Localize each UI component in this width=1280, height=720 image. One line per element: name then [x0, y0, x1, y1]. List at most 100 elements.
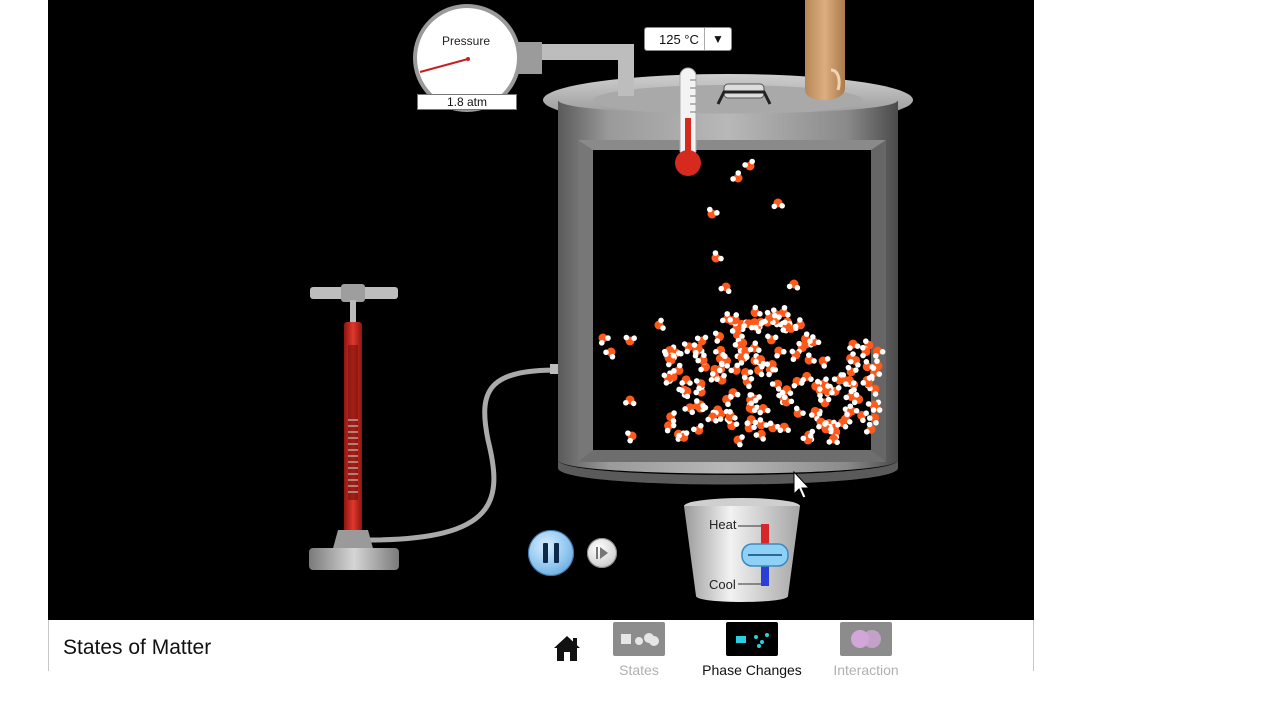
water-molecule	[817, 396, 832, 408]
interaction-thumbnail-icon	[840, 622, 892, 656]
water-molecule	[801, 331, 813, 345]
water-molecule	[870, 358, 883, 371]
water-molecule	[728, 362, 741, 375]
water-molecule	[625, 430, 637, 444]
water-molecule	[682, 403, 696, 416]
water-molecule	[808, 406, 823, 418]
pause-icon	[543, 543, 548, 563]
water-molecule	[866, 413, 880, 426]
triangle-down-icon[interactable]: ▼	[704, 28, 731, 50]
water-molecule	[753, 355, 767, 367]
water-molecule	[804, 352, 817, 365]
water-molecule	[777, 422, 791, 434]
water-molecule	[857, 410, 869, 424]
pressure-gauge-dial	[413, 4, 521, 112]
tab-interaction-label: Interaction	[833, 662, 899, 678]
water-molecule	[792, 317, 805, 330]
water-molecule	[840, 411, 853, 425]
gauge-pipe	[518, 44, 634, 96]
water-molecule	[818, 356, 831, 369]
states-thumbnail-icon	[613, 622, 665, 656]
water-molecule	[831, 372, 845, 385]
water-molecule	[664, 421, 677, 434]
lid-handle-icon	[716, 83, 772, 105]
tab-states-label: States	[619, 662, 659, 678]
tab-phase-changes[interactable]: Phase Changes	[697, 622, 807, 678]
water-molecule	[709, 364, 723, 377]
water-molecule	[666, 410, 677, 424]
step-forward-arrow	[600, 547, 608, 559]
water-molecule	[845, 364, 859, 377]
water-molecule	[663, 351, 677, 363]
water-molecule	[789, 348, 801, 363]
water-molecule	[778, 304, 791, 318]
water-molecule	[741, 346, 754, 359]
water-molecule	[756, 417, 770, 430]
water-molecule	[822, 383, 835, 396]
pause-button[interactable]	[528, 530, 574, 576]
water-molecule	[705, 412, 719, 424]
water-molecule	[865, 400, 878, 413]
water-molecule	[676, 430, 690, 442]
heat-label: Heat	[709, 517, 737, 532]
water-molecule	[847, 339, 861, 351]
pressure-gauge-label: Pressure	[442, 34, 491, 48]
water-molecule	[843, 375, 857, 387]
water-molecule	[691, 422, 704, 435]
water-molecule	[786, 279, 801, 291]
water-molecule	[745, 400, 758, 414]
water-molecule	[679, 375, 693, 386]
water-molecule	[771, 198, 785, 210]
water-molecule	[740, 367, 754, 381]
sim-title: States of Matter	[63, 636, 212, 659]
water-molecule	[851, 391, 864, 406]
water-molecule	[873, 346, 886, 359]
water-molecule	[725, 409, 738, 422]
water-molecule	[603, 347, 616, 360]
bicycle-pump	[309, 284, 399, 570]
water-molecule	[671, 362, 684, 375]
water-molecule	[733, 434, 745, 448]
water-molecule	[791, 376, 805, 389]
water-molecule	[695, 352, 708, 365]
hose-connector	[550, 364, 564, 374]
water-molecule	[741, 319, 755, 331]
water-molecule	[750, 304, 763, 318]
temperature-readout-dropdown[interactable]: 125 °C ▼	[644, 27, 732, 51]
water-molecule	[693, 378, 706, 392]
water-molecule	[781, 394, 795, 407]
simulation-area[interactable]: Pressure 1.8 atm 125 °C ▼ Heat Cool	[48, 0, 1034, 620]
pause-icon-bar	[554, 543, 559, 563]
water-molecule	[718, 282, 732, 295]
water-molecule	[847, 355, 861, 368]
molecules	[598, 158, 886, 448]
water-molecule	[860, 344, 871, 359]
water-molecule	[793, 405, 806, 418]
water-molecule	[598, 333, 611, 346]
temperature-value: 125 °C	[659, 32, 699, 47]
water-molecule	[744, 415, 759, 426]
pump-hose	[367, 367, 559, 543]
water-molecule	[764, 309, 778, 322]
water-molecule	[757, 404, 771, 416]
water-molecule	[800, 371, 814, 383]
step-forward-button[interactable]	[587, 538, 617, 568]
water-molecule	[654, 317, 666, 331]
water-molecule	[714, 372, 727, 385]
water-molecule	[742, 158, 755, 171]
finger-icon	[805, 0, 845, 101]
tab-states[interactable]: States	[609, 622, 669, 678]
tab-interaction[interactable]: Interaction	[826, 622, 906, 678]
water-molecule	[800, 432, 814, 445]
water-molecule	[706, 206, 720, 219]
water-molecule	[769, 379, 783, 392]
water-molecule	[727, 312, 740, 325]
water-molecule	[753, 429, 766, 442]
water-molecule	[774, 346, 787, 359]
mouse-cursor-icon	[793, 470, 811, 499]
cool-label: Cool	[709, 577, 736, 592]
home-icon[interactable]	[551, 632, 583, 664]
water-molecule	[693, 398, 706, 411]
water-molecule	[779, 385, 794, 396]
water-molecule	[811, 378, 823, 392]
